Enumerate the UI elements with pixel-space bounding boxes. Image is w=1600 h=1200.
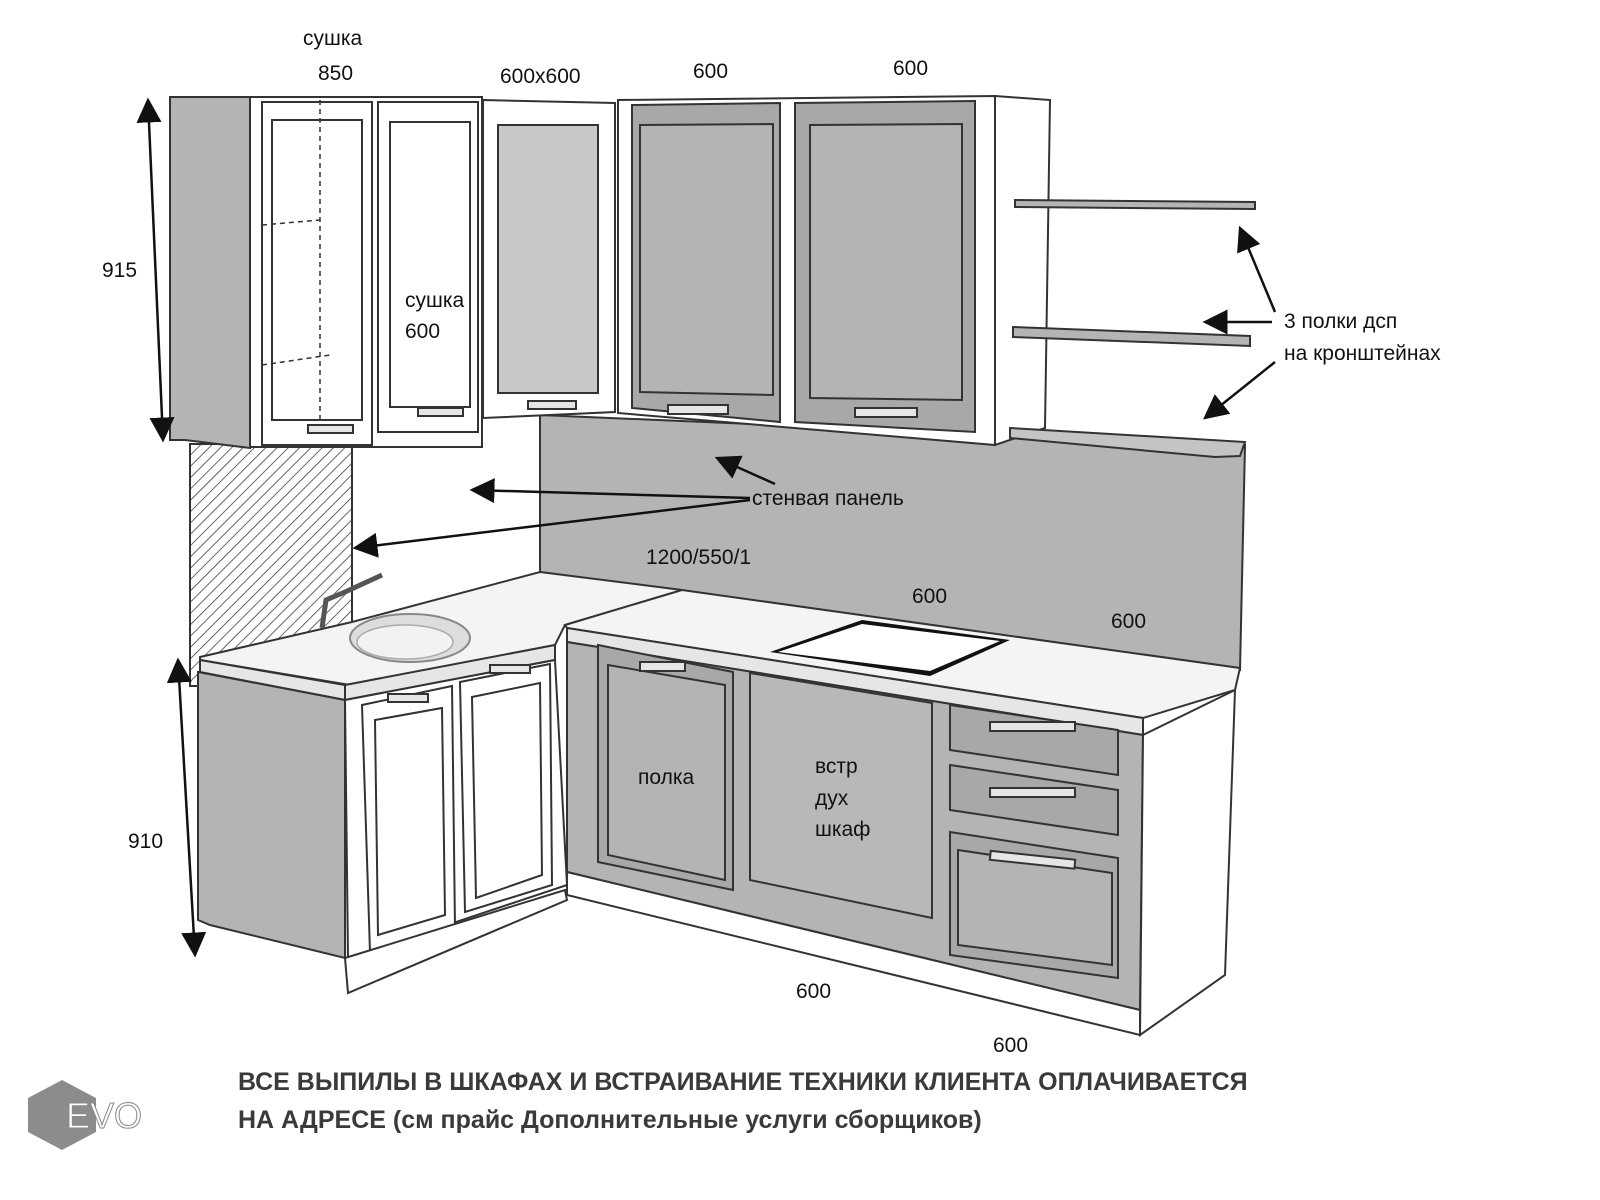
label-dryer-top: сушка: [303, 27, 362, 50]
label-height-915: 915: [102, 259, 137, 282]
evo-logo: EVO: [28, 1080, 143, 1150]
label-height-910: 910: [128, 830, 163, 853]
label-panel-size: 1200/550/1: [646, 546, 751, 569]
label-corner-600x600: 600x600: [500, 65, 581, 88]
label-bottom-600-a: 600: [796, 980, 831, 1003]
footer-line-1: ВСЕ ВЫПИЛЫ В ШКАФАХ И ВСТРАИВАНИЕ ТЕХНИК…: [238, 1068, 1248, 1096]
shelves: [1009, 198, 1256, 459]
label-upper-600-b: 600: [893, 57, 928, 80]
label-oven-1: встр: [815, 755, 858, 778]
svg-text:EVO: EVO: [66, 1095, 142, 1136]
label-oven-3: шкаф: [815, 818, 870, 841]
label-dryer-600: 600: [405, 320, 440, 343]
upper-cabinets: [169, 94, 1052, 450]
sink: [319, 572, 471, 663]
label-bottom-600-b: 600: [993, 1034, 1028, 1057]
label-brackets: на кронштейнах: [1284, 342, 1441, 365]
label-width-850: 850: [318, 62, 353, 85]
annotations: [136, 97, 1277, 958]
label-shelves: 3 полки дсп: [1284, 310, 1397, 333]
label-counter-600-b: 600: [1111, 610, 1146, 633]
label-dryer-inner: сушка: [405, 289, 464, 312]
label-oven-2: дух: [815, 787, 849, 810]
label-shelf: полка: [638, 766, 694, 789]
label-wall-panel: стенвая панель: [752, 487, 904, 510]
lower-cabinets: [197, 640, 1237, 1037]
label-counter-600-a: 600: [912, 585, 947, 608]
footer-line-2: НА АДРЕСЕ (см прайс Дополнительные услуг…: [238, 1106, 982, 1134]
label-upper-600-a: 600: [693, 60, 728, 83]
